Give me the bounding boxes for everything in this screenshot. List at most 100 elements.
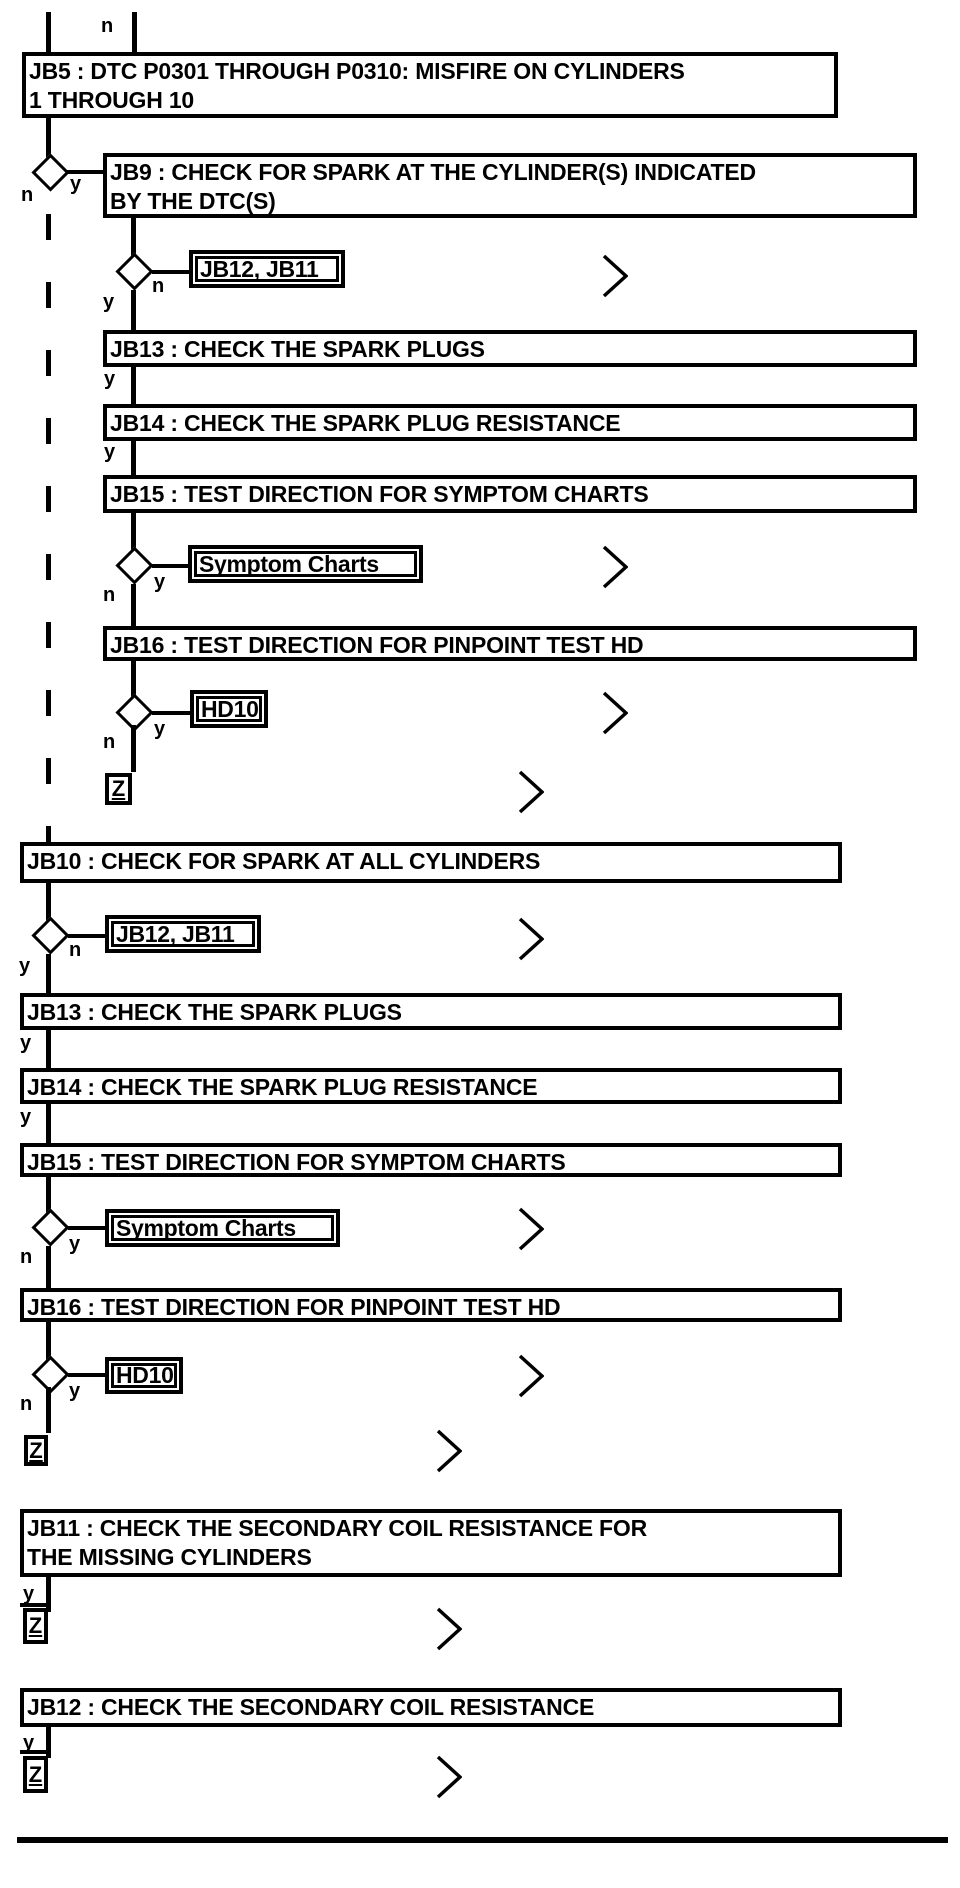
continue-chevron-icon[interactable] (602, 254, 628, 298)
branch-label-no: n (20, 1393, 33, 1415)
terminator-z-label: Z (28, 1761, 43, 1787)
branch-label-no: n (103, 584, 116, 606)
terminator-z[interactable]: Z (23, 1756, 48, 1793)
edge-decision-jb9 (66, 170, 104, 174)
edge-jb15-decision (131, 513, 136, 557)
edge-jb11-terminator (46, 1577, 51, 1612)
edge-jb14-jb15 (46, 1104, 51, 1143)
branch-label-yes: y (20, 1106, 32, 1128)
edge-decision-ref (68, 1373, 105, 1377)
branch-label-yes: y (69, 1233, 81, 1255)
terminator-z-label: Z (29, 1437, 43, 1463)
edge-to-jb16 (46, 1246, 51, 1288)
node-jb14: JB14 : CHECK THE SPARK PLUG RESISTANCE (103, 404, 917, 441)
ref-jb12-jb11-label: JB12, JB11 (195, 256, 339, 282)
incoming-edge-left (46, 12, 51, 52)
edge-decision-ref (152, 270, 189, 274)
node-jb11: JB11 : CHECK THE SECONDARY COIL RESISTAN… (20, 1509, 842, 1577)
ref-symptom-charts-label: Symptom Charts (194, 551, 417, 577)
node-jb10: JB10 : CHECK FOR SPARK AT ALL CYLINDERS (20, 842, 842, 883)
node-jb16: JB16 : TEST DIRECTION FOR PINPOINT TEST … (103, 626, 917, 661)
node-jb5: JB5 : DTC P0301 THROUGH P0310: MISFIRE O… (22, 52, 838, 118)
branch-label-no: n (20, 1246, 33, 1268)
node-jb15: JB15 : TEST DIRECTION FOR SYMPTOM CHARTS (103, 475, 917, 513)
continue-chevron-icon[interactable] (436, 1607, 462, 1651)
ref-symptom-charts-label: Symptom Charts (111, 1215, 334, 1241)
edge-no-branch-dashed (46, 214, 51, 844)
edge-decision-ref (68, 934, 105, 938)
branch-label-yes: y (104, 368, 116, 390)
node-jb12: JB12 : CHECK THE SECONDARY COIL RESISTAN… (20, 1688, 842, 1727)
edge-jb14-jb15 (131, 441, 136, 475)
continue-chevron-icon[interactable] (602, 545, 628, 589)
incoming-edge-right (132, 12, 137, 52)
ref-hd10[interactable]: HD10 (105, 1357, 183, 1394)
ref-hd10-label: HD10 (111, 1363, 177, 1388)
decision-after-jb10 (31, 916, 70, 955)
branch-label-no: n (152, 275, 165, 297)
edge-to-jb16 (131, 584, 136, 626)
decision-after-jb5 (31, 153, 70, 192)
edge-jb10-decision (46, 883, 51, 927)
edge-decision-ref (152, 564, 188, 568)
decision-after-jb9 (115, 252, 154, 291)
branch-label-yes: y (20, 1032, 32, 1054)
branch-label-yes: y (70, 173, 82, 195)
edge-jb9-decision (131, 218, 136, 262)
continue-chevron-icon[interactable] (518, 1354, 544, 1398)
continue-chevron-icon[interactable] (518, 917, 544, 961)
edge-to-terminator (46, 1387, 51, 1433)
branch-label-underline (20, 1750, 48, 1754)
branch-label-yes: y (19, 955, 31, 977)
branch-label-underline (20, 1603, 48, 1607)
node-jb9: JB9 : CHECK FOR SPARK AT THE CYLINDER(S)… (103, 153, 917, 218)
ref-hd10[interactable]: HD10 (190, 690, 268, 728)
edge-jb13-jb14 (131, 367, 136, 404)
ref-symptom-charts[interactable]: Symptom Charts (188, 545, 423, 583)
edge-jb12-terminator (46, 1727, 51, 1758)
edge-decision-ref (152, 711, 190, 715)
ref-jb12-jb11[interactable]: JB12, JB11 (105, 915, 261, 953)
terminator-z-label: Z (28, 1613, 43, 1638)
branch-label-no: n (103, 731, 116, 753)
branch-label-yes: y (23, 1583, 35, 1605)
ref-jb12-jb11[interactable]: JB12, JB11 (189, 250, 345, 288)
edge-jb16-decision (46, 1322, 51, 1362)
branch-label-no: n (21, 184, 34, 206)
node-jb16: JB16 : TEST DIRECTION FOR PINPOINT TEST … (20, 1288, 842, 1322)
node-jb15: JB15 : TEST DIRECTION FOR SYMPTOM CHARTS (20, 1143, 842, 1177)
terminator-z-label: Z (111, 776, 126, 801)
branch-label-yes: y (104, 441, 116, 463)
branch-label-yes: y (69, 1380, 81, 1402)
continue-chevron-icon[interactable] (436, 1755, 462, 1799)
continue-chevron-icon[interactable] (602, 691, 628, 735)
terminator-z[interactable]: Z (105, 773, 132, 805)
continue-chevron-icon[interactable] (436, 1429, 462, 1473)
edge-jb5-decision (46, 118, 51, 162)
edge-to-jb13 (46, 954, 51, 993)
edge-jb16-decision (131, 661, 136, 705)
terminator-z[interactable]: Z (24, 1435, 48, 1466)
branch-label-no: n (69, 939, 82, 961)
decision-after-jb15 (31, 1208, 70, 1247)
node-jb13: JB13 : CHECK THE SPARK PLUGS (103, 330, 917, 367)
branch-label-yes: y (154, 571, 166, 593)
edge-decision-ref (68, 1226, 105, 1230)
edge-jb15-decision (46, 1177, 51, 1215)
branch-label-yes: y (103, 291, 115, 313)
page-divider (17, 1837, 948, 1843)
branch-label-no: n (101, 15, 114, 37)
edge-to-jb13 (131, 290, 136, 330)
continue-chevron-icon[interactable] (518, 1207, 544, 1251)
node-jb13: JB13 : CHECK THE SPARK PLUGS (20, 993, 842, 1030)
decision-after-jb15 (115, 546, 154, 585)
continue-chevron-icon[interactable] (518, 770, 544, 814)
edge-jb13-jb14 (46, 1030, 51, 1068)
node-jb14: JB14 : CHECK THE SPARK PLUG RESISTANCE (20, 1068, 842, 1104)
ref-symptom-charts[interactable]: Symptom Charts (105, 1209, 340, 1247)
branch-label-yes: y (154, 718, 166, 740)
edge-to-terminator (131, 725, 136, 772)
branch-label-yes: y (23, 1732, 35, 1754)
terminator-z[interactable]: Z (23, 1608, 48, 1644)
